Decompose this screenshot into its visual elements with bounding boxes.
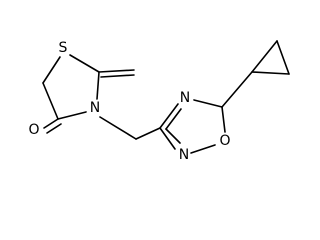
bond-ch2-oxadiazole [135, 127, 161, 140]
bond-s-ch2 [42, 56, 61, 84]
structure-canvas: S N O N N O [28, 40, 290, 163]
bond-methylene-1 [98, 69, 135, 73]
bond-n-ch2 [99, 116, 137, 140]
bond-cyclopropyl-3 [251, 71, 290, 75]
oxadiazole-oxygen-atom-label: O [219, 133, 230, 149]
bond-cyclopropyl-1 [251, 40, 278, 73]
molecule-diagram: S N O N N O [28, 40, 290, 163]
bond-ch2-carbonyl [42, 82, 59, 120]
bond-n4-c5 [193, 99, 223, 108]
bond-carbonyl-n [57, 111, 87, 120]
bond-methylene-2 [100, 74, 135, 78]
sulfur-atom-label: S [59, 40, 68, 56]
bond-c2-s [69, 54, 100, 73]
bond-n2-c3-2 [165, 128, 181, 144]
bond-n2-c3-1 [159, 127, 176, 150]
bond-o1-n2 [190, 144, 216, 154]
bond-c5-cyclopropyl [221, 71, 253, 108]
ring-nitrogen-atom-label: N [90, 100, 100, 116]
bond-c3-n4-2 [165, 108, 182, 130]
bond-carbonyl-o-2 [46, 123, 62, 134]
bond-carbonyl-o-1 [43, 118, 59, 129]
bond-c3-n4-1 [159, 103, 179, 129]
bond-c5-o1 [221, 106, 226, 133]
oxadiazole-nitrogen-bottom-label: N [179, 147, 189, 163]
bond-cyclopropyl-2 [276, 40, 290, 75]
carbonyl-oxygen-atom-label: O [28, 122, 39, 138]
oxadiazole-nitrogen-top-label: N [180, 90, 190, 106]
bond-n-c2 [96, 71, 100, 100]
